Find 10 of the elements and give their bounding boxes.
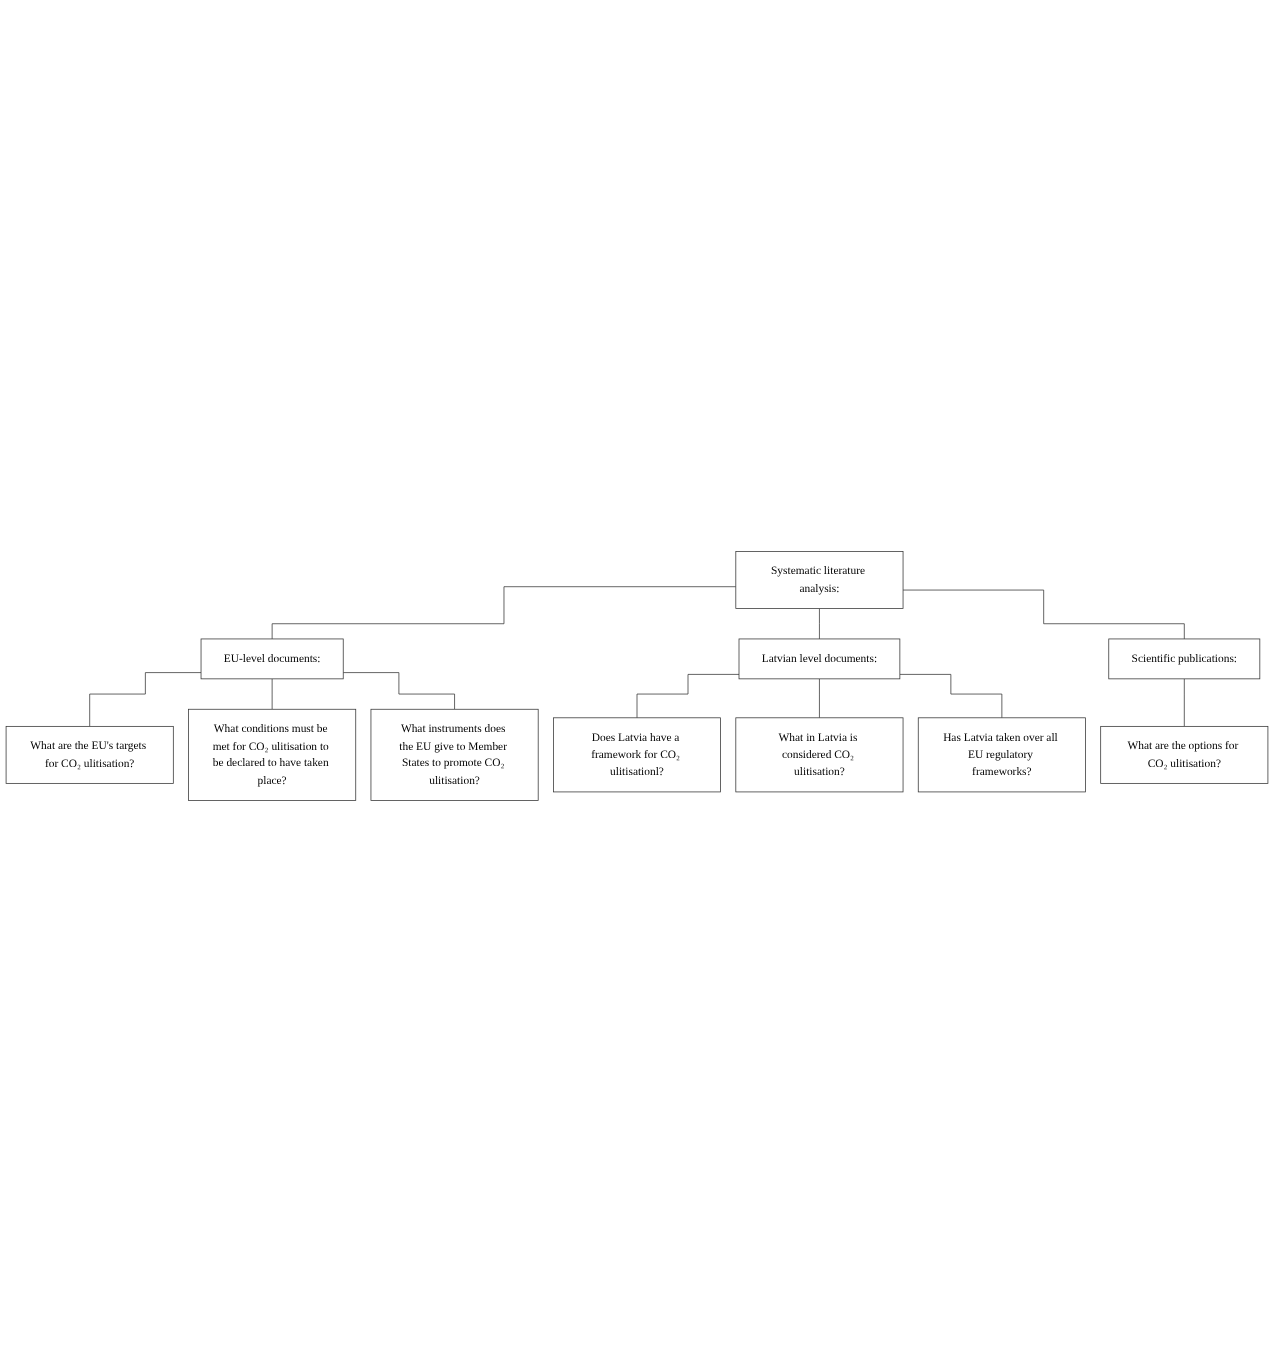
connector xyxy=(89,672,202,727)
connector xyxy=(819,608,820,640)
connector xyxy=(342,672,455,710)
connector xyxy=(899,674,1003,719)
connector xyxy=(819,678,820,719)
connector xyxy=(1183,678,1185,727)
connector xyxy=(271,678,273,710)
connector xyxy=(271,586,737,640)
connector xyxy=(902,589,1185,640)
connector xyxy=(636,674,740,719)
